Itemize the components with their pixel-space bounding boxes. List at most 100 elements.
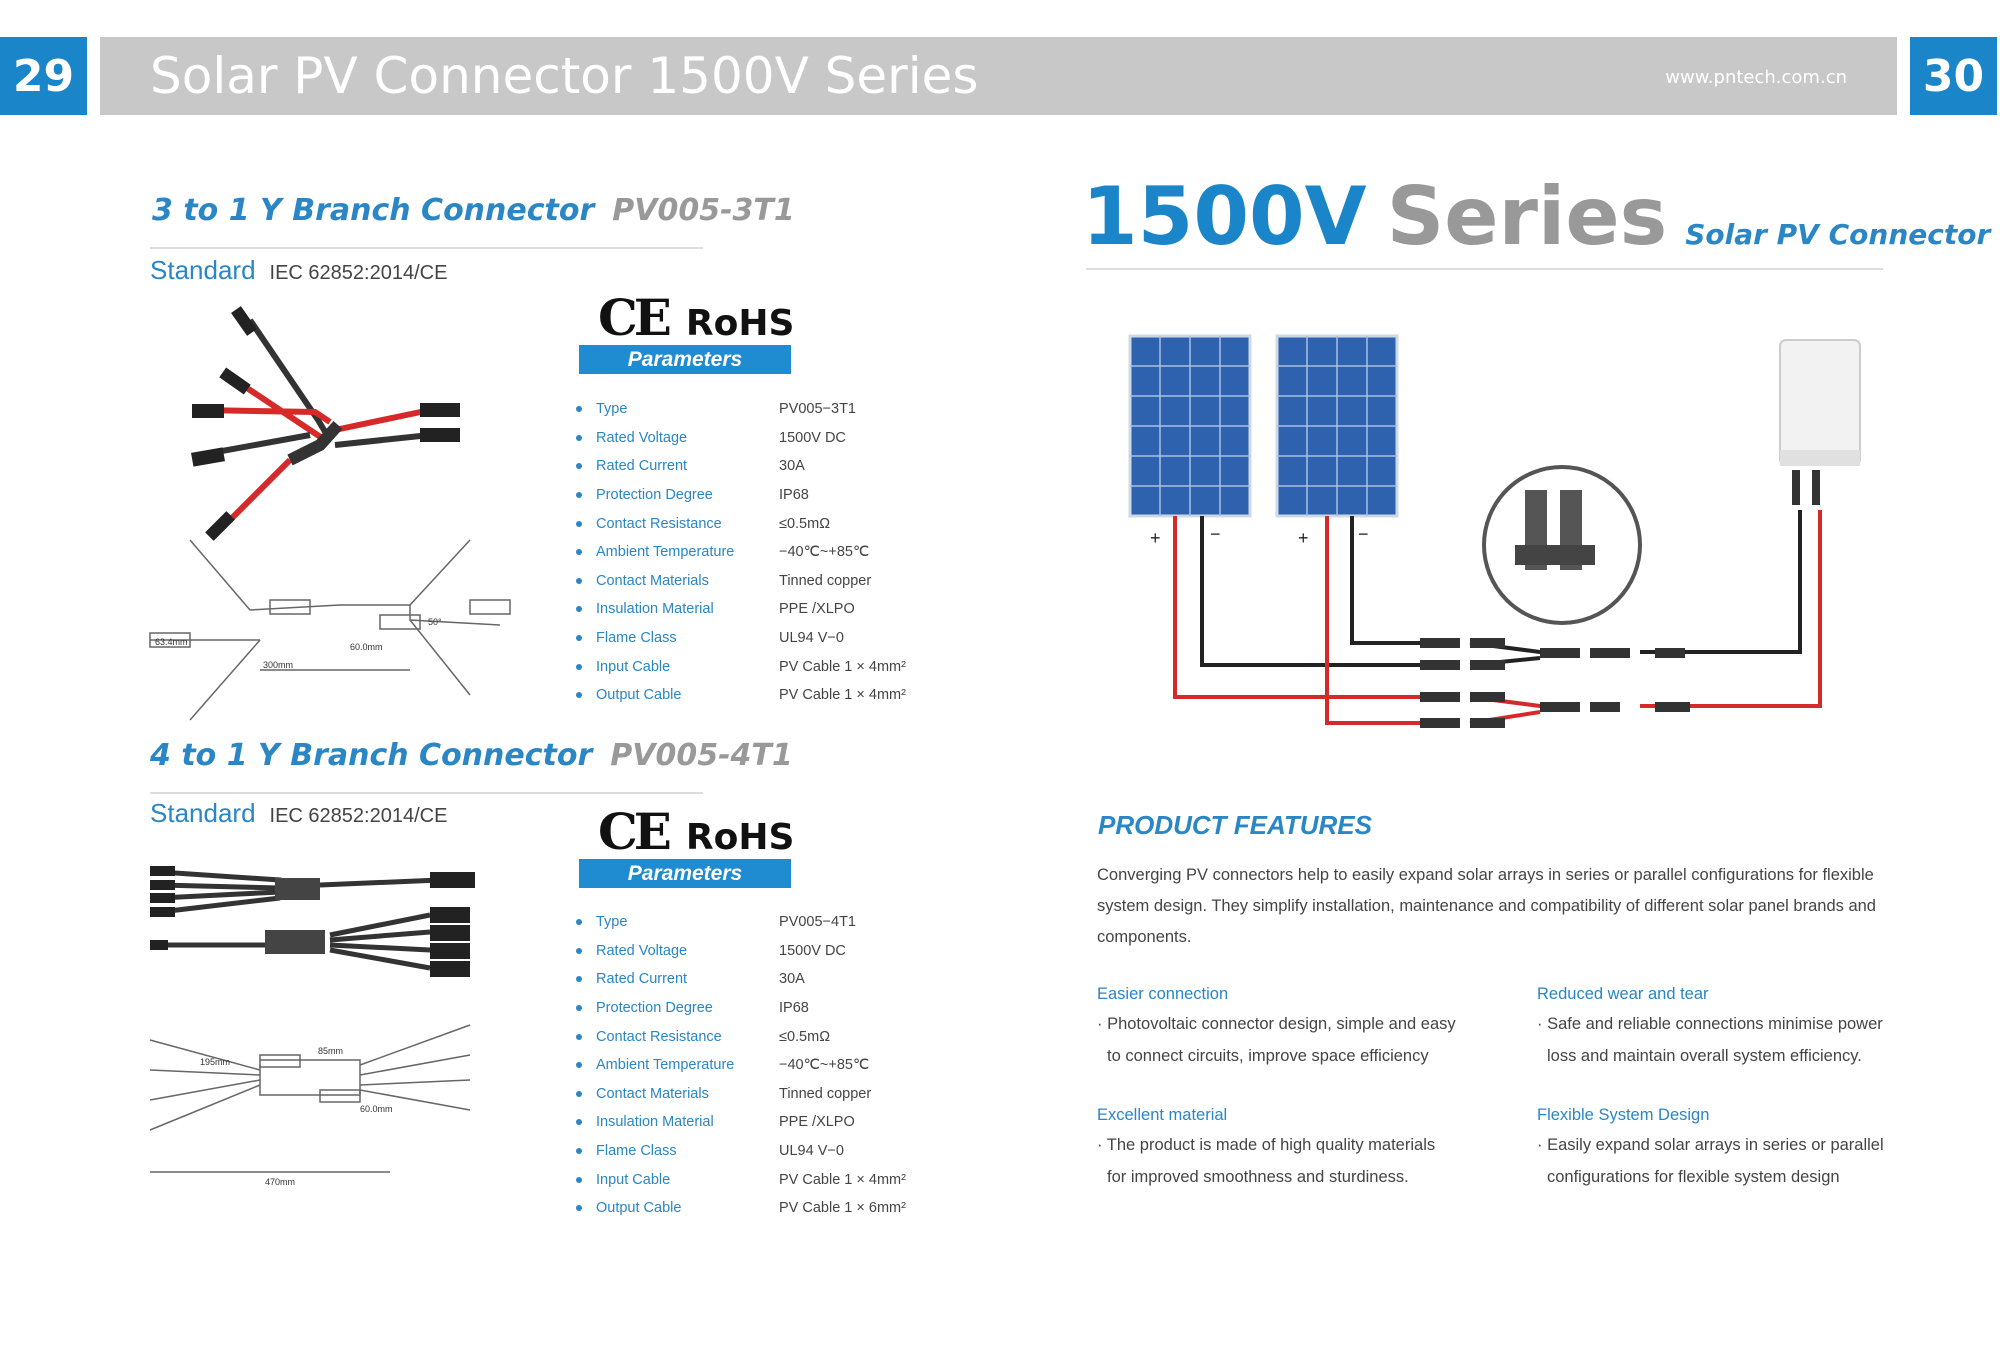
- connector-icon: [1420, 638, 1690, 728]
- parameter-value: 30A: [779, 971, 805, 988]
- parameter-value: UL94 V−0: [779, 1143, 844, 1160]
- bullet-icon: [576, 947, 582, 954]
- parameter-row: Input Cable PV Cable 1 × 4mm²: [576, 652, 906, 681]
- feature-line: to connect circuits, improve space effic…: [1107, 1047, 1429, 1065]
- parameter-name: Contact Materials: [596, 1085, 709, 1102]
- ce-mark-icon: CE: [598, 288, 672, 347]
- parameter-value: PV Cable 1 × 4mm²: [779, 1171, 906, 1188]
- product-1-image: 63.4mm 60.0mm 300mm 50°: [149, 306, 511, 721]
- bullet-icon: [576, 663, 582, 670]
- feature-line: · The product is made of high quality ma…: [1097, 1136, 1436, 1154]
- connector-closeup-icon: [1482, 465, 1642, 625]
- bullet-icon: [576, 434, 582, 441]
- solar-panel-icon: [1128, 334, 1252, 518]
- parameter-value: PV Cable 1 × 6mm²: [779, 1200, 906, 1217]
- parameter-name: Insulation Material: [596, 601, 714, 618]
- parameter-value: IP68: [779, 1000, 809, 1017]
- dim-label: 60.0mm: [360, 1104, 393, 1114]
- product-1-name: 3 to 1 Y Branch Connector: [152, 193, 595, 228]
- parameter-row: Ambient Temperature−40℃~+85℃: [576, 1051, 906, 1080]
- solar-panel-icon: [1275, 334, 1399, 518]
- feature-line: configurations for flexible system desig…: [1547, 1168, 1840, 1186]
- parameter-row: Contact Resistance≤0.5mΩ: [576, 1022, 906, 1051]
- parameter-value: PV Cable 1 × 4mm²: [779, 687, 906, 704]
- hero-series: Series: [1386, 170, 1668, 263]
- plus-terminal-label: +: [1298, 528, 1309, 548]
- bullet-icon: [576, 606, 582, 613]
- feature-item: Reduced wear and tear · Safe and reliabl…: [1537, 985, 1883, 1072]
- bullet-icon: [576, 463, 582, 470]
- rohs-mark: RoHS: [685, 303, 795, 344]
- bullet-icon: [576, 1005, 582, 1012]
- parameter-value: PPE /XLPO: [779, 1114, 855, 1131]
- feature-heading: Flexible System Design: [1537, 1106, 1710, 1124]
- parameter-name: Input Cable: [596, 658, 671, 675]
- feature-line: · Easily expand solar arrays in series o…: [1537, 1136, 1884, 1154]
- feature-item: Flexible System Design · Easily expand s…: [1537, 1106, 1884, 1193]
- parameter-name: Flame Class: [596, 630, 677, 647]
- bullet-icon: [576, 492, 582, 499]
- features-intro: Converging PV connectors help to easily …: [1097, 866, 1876, 946]
- title-bar: Solar PV Connector 1500V Series www.pnte…: [100, 37, 1897, 115]
- dim-label: 195mm: [200, 1057, 230, 1067]
- hero-subtitle: Solar PV Connector: [1685, 218, 1991, 251]
- parameter-row: Ambient Temperature−40℃~+85℃: [576, 538, 906, 567]
- bullet-icon: [576, 1119, 582, 1126]
- website-link[interactable]: www.pntech.com.cn: [1665, 67, 1847, 88]
- feature-heading: Excellent material: [1097, 1106, 1228, 1124]
- parameter-name: Type: [596, 914, 628, 931]
- product-1-certifications: CE RoHS: [598, 288, 794, 347]
- parameter-name: Rated Voltage: [596, 942, 688, 959]
- parameter-value: PPE /XLPO: [779, 601, 855, 618]
- parameter-value: Tinned copper: [779, 572, 872, 589]
- parameter-value: PV Cable 1 × 4mm²: [779, 658, 906, 675]
- parameter-value: −40℃~+85℃: [779, 544, 870, 561]
- bullet-icon: [576, 577, 582, 584]
- bullet-icon: [576, 635, 582, 642]
- rohs-mark: RoHS: [685, 817, 795, 858]
- parameter-name: Input Cable: [596, 1171, 671, 1188]
- bullet-icon: [576, 692, 582, 699]
- 4-to-1-dimension-drawing: [149, 1024, 471, 1173]
- ce-mark-icon: CE: [598, 802, 672, 861]
- dim-label: 85mm: [318, 1046, 343, 1056]
- page-number-left: 29: [0, 37, 87, 115]
- product-1-parameters-header: Parameters: [579, 345, 791, 374]
- standard-label: Standard: [150, 255, 256, 285]
- parameter-name: Contact Resistance: [596, 515, 722, 532]
- parameter-value: Tinned copper: [779, 1085, 872, 1102]
- parameter-name: Type: [596, 401, 628, 418]
- feature-line: · Safe and reliable connections minimise…: [1537, 1015, 1883, 1033]
- page-number-left-text: 29: [12, 50, 75, 102]
- product-2-model: PV005-4T1: [610, 738, 793, 773]
- product-2-name: 4 to 1 Y Branch Connector: [150, 738, 593, 773]
- hero-voltage: 1500V: [1082, 170, 1367, 263]
- parameter-name: Protection Degree: [596, 487, 713, 504]
- dim-label: 300mm: [263, 660, 293, 670]
- parameter-value: PV005−4T1: [779, 914, 856, 931]
- 3-to-1-dimension-drawing: [149, 539, 511, 721]
- parameter-name: Ambient Temperature: [596, 1057, 735, 1074]
- bullet-icon: [576, 1090, 582, 1097]
- product-2-parameters-header: Parameters: [579, 859, 791, 888]
- dim-label: 50°: [428, 617, 442, 627]
- bullet-icon: [576, 976, 582, 983]
- divider: [150, 247, 703, 249]
- bullet-icon: [576, 549, 582, 556]
- minus-terminal-label: −: [1210, 524, 1221, 544]
- parameter-value: IP68: [779, 487, 809, 504]
- plus-terminal-label: +: [1150, 528, 1161, 548]
- divider: [1086, 268, 1883, 270]
- feature-heading: Easier connection: [1097, 985, 1229, 1003]
